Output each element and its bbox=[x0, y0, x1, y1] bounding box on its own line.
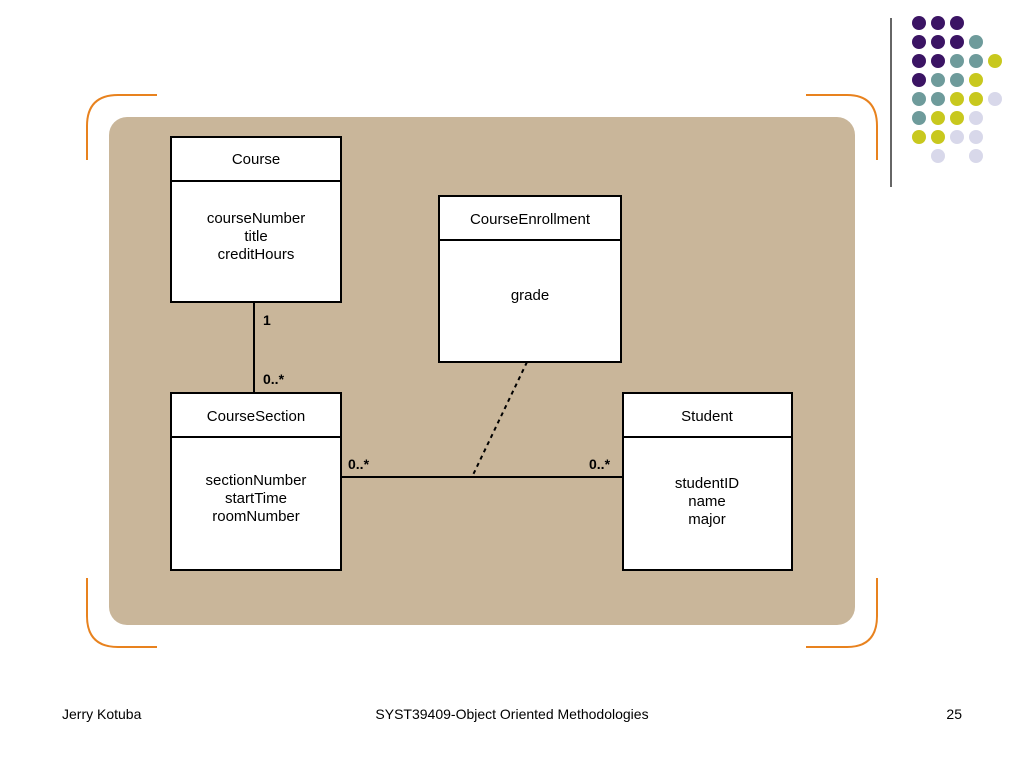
class-student: Student studentID name major bbox=[622, 392, 793, 571]
class-student-attribute: major bbox=[688, 511, 726, 528]
decorative-dot bbox=[931, 149, 945, 163]
decorative-dot bbox=[950, 16, 964, 30]
footer-page-number: 25 bbox=[946, 706, 962, 722]
class-course-section-box bbox=[170, 392, 342, 571]
class-course-section-name: CourseSection bbox=[207, 408, 305, 425]
decorative-dot bbox=[969, 111, 983, 125]
class-student-attribute: name bbox=[688, 493, 726, 510]
class-course-section: CourseSection sectionNumber startTime ro… bbox=[170, 392, 342, 571]
multiplicity-section-end-to-course: 0..* bbox=[263, 371, 285, 387]
decorative-dot bbox=[912, 111, 926, 125]
class-course-enrollment-attribute: grade bbox=[511, 287, 549, 304]
decorative-dot bbox=[950, 111, 964, 125]
decorative-dot bbox=[931, 35, 945, 49]
multiplicity-section-end-to-student: 0..* bbox=[348, 456, 370, 472]
bracket-bottom-right bbox=[806, 578, 878, 648]
footer-course-title: SYST39409-Object Oriented Methodologies bbox=[375, 706, 649, 722]
corner-brackets bbox=[86, 94, 878, 648]
multiplicity-course-end: 1 bbox=[263, 312, 271, 328]
class-student-attribute: studentID bbox=[675, 475, 739, 492]
decorative-dot bbox=[931, 92, 945, 106]
decorative-dot bbox=[969, 92, 983, 106]
multiplicity-student-end: 0..* bbox=[589, 456, 611, 472]
decorative-dot bbox=[988, 54, 1002, 68]
class-course-enrollment-box bbox=[438, 195, 622, 363]
class-course-enrollment-name: CourseEnrollment bbox=[470, 211, 591, 228]
decorative-dot bbox=[950, 35, 964, 49]
decorative-dot bbox=[950, 130, 964, 144]
decorative-dot bbox=[969, 73, 983, 87]
decorative-dot bbox=[912, 92, 926, 106]
footer-author: Jerry Kotuba bbox=[62, 706, 142, 722]
decorative-dot bbox=[969, 130, 983, 144]
bracket-bottom-left bbox=[86, 578, 157, 648]
class-course-attribute: creditHours bbox=[218, 246, 295, 263]
class-course-enrollment: CourseEnrollment grade bbox=[438, 195, 622, 363]
decorative-dot bbox=[912, 130, 926, 144]
class-course-attribute: courseNumber bbox=[207, 210, 305, 227]
decorative-dot bbox=[969, 54, 983, 68]
class-student-name: Student bbox=[681, 408, 734, 425]
decorative-dot bbox=[931, 16, 945, 30]
class-course-box bbox=[170, 136, 342, 303]
decorative-dot bbox=[950, 92, 964, 106]
class-course-name: Course bbox=[232, 151, 280, 168]
class-course-section-attribute: roomNumber bbox=[212, 508, 300, 525]
decorative-dot bbox=[950, 54, 964, 68]
decorative-dot bbox=[969, 35, 983, 49]
decorative-dot bbox=[931, 73, 945, 87]
class-student-box bbox=[622, 392, 793, 571]
bracket-top-left bbox=[86, 94, 157, 160]
decorative-dot bbox=[931, 54, 945, 68]
decorative-dot bbox=[912, 54, 926, 68]
class-course: Course courseNumber title creditHours bbox=[170, 136, 342, 303]
decorative-dot bbox=[912, 16, 926, 30]
class-course-section-attribute: startTime bbox=[225, 490, 287, 507]
decorative-dot bbox=[931, 130, 945, 144]
decorative-dot bbox=[931, 111, 945, 125]
class-course-attribute: title bbox=[244, 228, 267, 245]
association-class-link bbox=[471, 361, 528, 478]
class-course-section-attribute: sectionNumber bbox=[206, 472, 307, 489]
decorative-dot bbox=[950, 73, 964, 87]
decorative-dot bbox=[988, 92, 1002, 106]
bracket-top-right bbox=[806, 94, 878, 160]
decorative-dot bbox=[912, 73, 926, 87]
decorative-dot-grid bbox=[912, 16, 1002, 163]
decorative-dot bbox=[969, 149, 983, 163]
decorative-dot bbox=[912, 35, 926, 49]
